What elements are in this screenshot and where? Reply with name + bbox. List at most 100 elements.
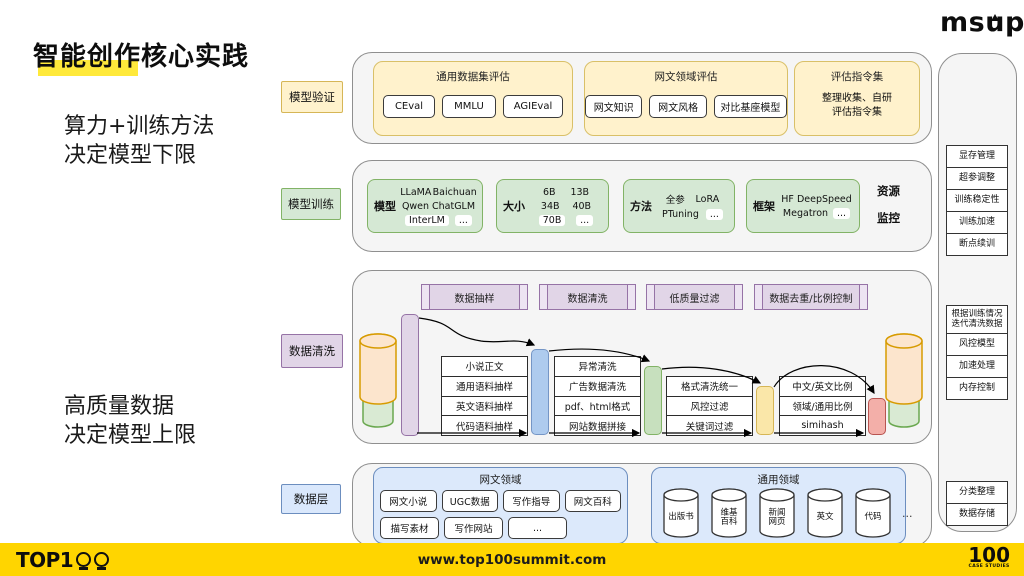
table-row: 中文/英文比例 [792,382,853,394]
datalayer-group-title: 通用领域 [757,474,800,486]
cleaning-header-sampling: 数据抽样 [421,284,528,310]
chip-value: 13B [570,186,590,198]
cleaning-header-filter: 低质量过滤 [646,284,743,310]
note-data-quality: 高质量数据 决定模型上限 [64,394,197,449]
database-cylinder-right [885,333,923,428]
sidebar-box: 训练稳定性 [946,189,1008,212]
eval-button-agieval: AGIEval [503,95,563,118]
resource-note: 资源 [877,184,900,198]
data-source-button: ... [508,517,567,539]
table-row: 领域/通用比例 [780,395,865,416]
dedup-table: 中文/英文比例 领域/通用比例 simihash [779,376,866,436]
bulb-icon [94,552,110,570]
sidebar-box: 风控模型 [946,333,1008,356]
sidebar-box: 根据训练情况 迭代清洗数据 [946,305,1008,334]
cylinder-label: 出版书 [668,512,694,523]
eval-group-title: 评估指令集 [830,71,884,83]
datalayer-group-webnovel: 网文领域 网文小说 UGC数据 写作指导 网文百科 描写素材 写作网站 ... [373,467,628,544]
eval-group-general: 通用数据集评估 CEval MMLU AGIEval [373,61,573,136]
chip-value: 全参 [665,195,685,206]
more-ellipsis: ... [902,506,913,520]
sidebar-box: 内存控制 [946,377,1008,400]
sidebar-box: 数据存储 [946,503,1008,526]
eval-button-mmlu: MMLU [442,95,496,118]
stage-bar-output [868,398,886,435]
table-row: 广告数据清洗 [555,375,640,396]
eval-group-title: 通用数据集评估 [436,71,510,83]
cylinder-label: 英文 [816,512,834,523]
validation-container: 通用数据集评估 CEval MMLU AGIEval 网文领域评估 网文知识 网… [352,52,932,144]
chip-value: InterLM [405,214,449,226]
table-row: pdf、html格式 [555,395,640,416]
stage-bar-sampling [401,314,419,436]
eval-group-title: 网文领域评估 [654,71,718,83]
chip-value: 40B [572,200,592,212]
chip-label: 框架 [753,200,775,213]
chip-value: 6B [542,186,556,198]
row-label-cleaning: 数据清洗 [281,334,343,368]
chip-value: LoRA [695,193,720,205]
datalayer-group-general: 通用领域 出版书 维基 百科 新闻 网页 英文 [651,467,913,544]
chip-value: Qwen [401,200,430,212]
chip-value: PTuning [662,209,699,220]
header-text: 数据清洗 [567,293,608,305]
chip-value: 70B [538,214,566,226]
bulb-icon [76,552,92,570]
table-row: 通用语料抽样 [442,375,527,396]
monitoring-note: 监控 [877,211,900,225]
top100-logo: TOP1 [16,547,110,572]
sidebar-box: 断点续训 [946,233,1008,256]
data-cylinder: 英文 [806,487,844,539]
cleaning-container: 数据抽样 数据清洗 低质量过滤 数据去重/比例控制 小说正文 通用语料抽样 英文… [352,270,932,444]
note-compute: 算力+训练方法 决定模型下限 [64,114,215,169]
chip-value: DeepSpeed [796,193,852,205]
sidebar-box: 分类整理 [946,481,1008,504]
footer-bar: TOP1 www.top100summit.com 100 CASE STUDI… [0,543,1024,576]
data-cylinder: 代码 [854,487,892,539]
datalayer-container: 网文领域 网文小说 UGC数据 写作指导 网文百科 描写素材 写作网站 ... … [352,463,932,547]
data-source-button: 写作指导 [503,490,560,512]
case-studies-sub: CASE STUDIES [968,564,1010,569]
table-row: 关键词过滤 [667,415,752,435]
sampling-table: 小说正文 通用语料抽样 英文语料抽样 代码语料抽样 [441,356,528,436]
chip-value: Megatron [782,207,829,219]
title-highlight [38,60,138,76]
header-text: 低质量过滤 [669,293,720,305]
chip-value: ChatGLM [432,200,476,212]
cylinder-label: 新闻 网页 [768,507,786,527]
data-source-button: 写作网站 [444,517,503,539]
datalayer-button-row: 网文小说 UGC数据 写作指导 网文百科 [380,490,621,512]
data-source-button: 描写素材 [380,517,439,539]
row-label-datalayer: 数据层 [281,484,341,514]
sidebar-group-training-ops: 显存管理 超参调整 训练稳定性 训练加速 断点续训 [946,145,1008,256]
cylinder-label: 代码 [864,512,882,523]
chip-value: LLaMA [400,186,432,198]
chip-value: ... [454,214,472,226]
data-source-button: UGC数据 [441,490,498,512]
stage-bar-cleaning [531,349,549,435]
sidebar-group-cleaning-ops: 根据训练情况 迭代清洗数据 风控模型 加速处理 内存控制 [946,305,1008,400]
sidebar-box: 超参调整 [946,167,1008,190]
case-studies-logo: 100 CASE STUDIES [968,543,1010,569]
eval-button-base-compare: 对比基座模型 [713,95,787,118]
sidebar-box: 训练加速 [946,211,1008,234]
header-text: 数据去重/比例控制 [769,293,853,305]
data-source-button: 网文小说 [380,490,437,512]
database-cylinder-left [359,333,397,428]
table-row: 网站数据拼接 [555,415,640,435]
eval-button-row: CEval MMLU AGIEval [374,95,572,118]
table-row: 风控过滤 [667,395,752,416]
top100-logo-text: TOP1 [16,547,74,572]
row-label-validation: 模型验证 [281,81,343,113]
chip-value: ... [576,214,594,226]
chip-label: 方法 [630,200,652,213]
case-studies-number: 100 [968,543,1010,567]
cylinder-row: 出版书 维基 百科 新闻 网页 英文 代码 ... [662,487,913,539]
